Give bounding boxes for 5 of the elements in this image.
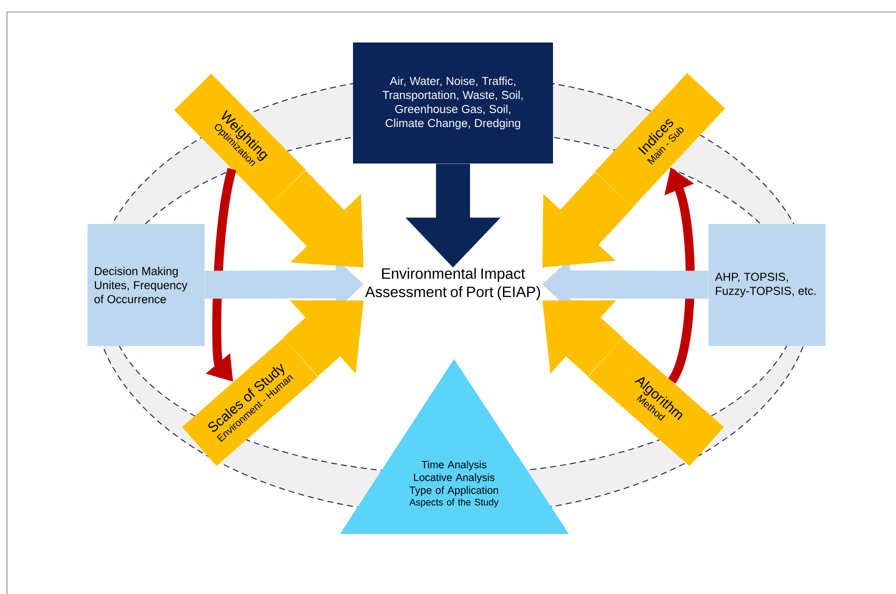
category-box: Air, Water, Noise, Traffic, Transportation, Waste, Soil, Greenhouse Gas, Soil, Climate Change, Dredging — [353, 42, 553, 164]
info-box: Decision Making Unites, Frequency of Occurrence — [88, 224, 204, 346]
triangle: Time Analysis Locative Analysis Type of Application Aspects of the Study — [340, 359, 569, 534]
info-box: AHP, TOPSIS, Fuzzy-TOPSIS, etc. — [708, 224, 826, 346]
center-title: Environmental Impact Assessment of Port (EIAP) — [365, 268, 540, 300]
